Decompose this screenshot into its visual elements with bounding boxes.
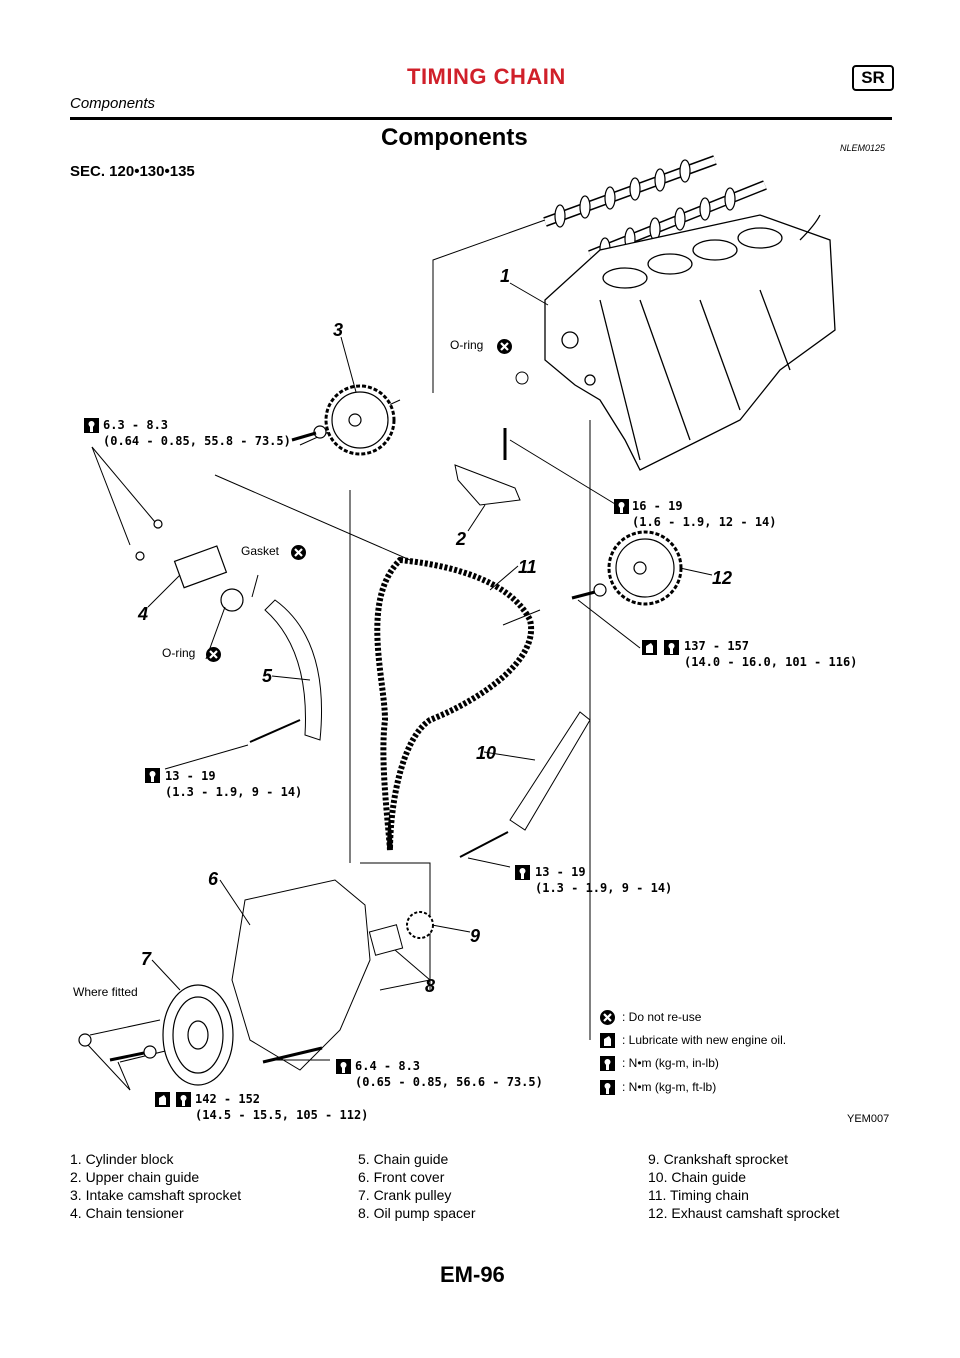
oil-can-icon: [155, 1092, 170, 1107]
part-item: 4. Chain tensioner: [70, 1205, 184, 1221]
part-item: 7. Crank pulley: [358, 1187, 452, 1203]
figure-code: YEM007: [847, 1113, 890, 1125]
sec-number: SEC. 120•130•135: [70, 163, 195, 180]
header-title: TIMING CHAIN: [407, 64, 566, 89]
part-item: 10. Chain guide: [648, 1169, 747, 1185]
leader-lines: [87, 282, 713, 1091]
torque-wrench-icon: [145, 768, 160, 783]
oil-pump-spacer: [368, 924, 404, 956]
do-not-reuse-icon: [600, 1010, 615, 1025]
torque-wrench-icon: [84, 418, 99, 433]
parts-list-col2: 5. Chain guide 6. Front cover 7. Crank p…: [358, 1150, 476, 1222]
torque-7: 142 - 152 (14.5 - 15.5, 105 - 112): [195, 1092, 369, 1122]
header-subtitle: Components: [70, 95, 156, 112]
callout-1: 1: [500, 266, 510, 286]
part-item: 5. Chain guide: [358, 1151, 449, 1167]
callout-11: 11: [518, 557, 537, 577]
callout-3: 3: [333, 320, 343, 340]
torque-6: 6.4 - 8.3 (0.65 - 0.85, 56.6 - 73.5): [355, 1059, 543, 1089]
torque-wrench-icon: [664, 640, 679, 655]
crank-pulley: [78, 984, 234, 1086]
chain-guide-10: [509, 711, 591, 831]
callout-7: 7: [141, 949, 152, 969]
exhaust-sprocket: [571, 530, 683, 606]
callout-6: 6: [208, 869, 219, 889]
part-item: 3. Intake camshaft sprocket: [70, 1187, 242, 1203]
chain-tensioner: [135, 519, 244, 612]
legend-in-lb: : N•m (kg-m, in-lb): [622, 1056, 719, 1070]
torque-wrench-icon: [176, 1092, 191, 1107]
torque-wrench-icon: [600, 1080, 615, 1095]
torque-2: 16 - 19 (1.6 - 1.9, 12 - 14): [632, 499, 777, 529]
callout-5: 5: [262, 666, 273, 686]
timing-chain: [374, 556, 535, 851]
part-item: 2. Upper chain guide: [70, 1169, 200, 1185]
callout-8: 8: [425, 976, 435, 996]
oil-can-icon: [600, 1033, 615, 1048]
torque-1: 6.3 - 8.3 (0.64 - 0.85, 55.8 - 73.5): [103, 418, 291, 448]
upper-chain-guide: [454, 464, 521, 506]
torque-wrench-icon: [600, 1056, 615, 1071]
legend-do-not-reuse: : Do not re-use: [622, 1010, 702, 1024]
callout-2: 2: [455, 529, 466, 549]
legend-lubricate: : Lubricate with new engine oil.: [622, 1033, 787, 1047]
callout-9: 9: [470, 926, 480, 946]
parts-list-col1: 1. Cylinder block 2. Upper chain guide 3…: [70, 1150, 241, 1222]
o-ring-top: [515, 371, 529, 385]
part-item: 8. Oil pump spacer: [358, 1205, 476, 1221]
part-item: 6. Front cover: [358, 1169, 445, 1185]
do-not-reuse-icon: [497, 339, 512, 354]
part-item: 1. Cylinder block: [70, 1151, 174, 1167]
torque-3: 137 - 157 (14.0 - 16.0, 101 - 116): [684, 639, 858, 669]
intake-sprocket: [291, 384, 396, 456]
torque-4: 13 - 19 (1.3 - 1.9, 9 - 14): [165, 769, 303, 799]
callout-4: 4: [137, 604, 148, 624]
gasket-label: Gasket: [241, 544, 280, 558]
do-not-reuse-icon: [291, 545, 306, 560]
header-rule: [70, 117, 892, 120]
page-number: EM-96: [440, 1262, 505, 1287]
intake-camshaft: [543, 155, 717, 228]
section-code: NLEM0125: [840, 143, 886, 153]
part-item: 9. Crankshaft sprocket: [648, 1151, 789, 1167]
torque-5: 13 - 19 (1.3 - 1.9, 9 - 14): [535, 865, 673, 895]
where-fitted-label: Where fitted: [73, 985, 138, 999]
part-item: 12. Exhaust camshaft sprocket: [648, 1205, 840, 1221]
o-ring-label-left: O-ring: [162, 646, 196, 660]
o-ring-label-top: O-ring: [450, 338, 484, 352]
oil-can-icon: [642, 640, 657, 655]
callouts: 1 2 3 4 5 6 7 8 9 10 11 12: [137, 266, 732, 996]
engine-badge: SR: [852, 65, 894, 91]
guide-lines: [89, 219, 591, 1063]
front-cover: [231, 879, 371, 1071]
cylinder-block: [544, 214, 836, 471]
callout-12: 12: [712, 568, 732, 588]
legend-ft-lb: : N•m (kg-m, ft-lb): [622, 1080, 717, 1094]
chain-guide-5: [264, 599, 323, 741]
do-not-reuse-icon: [206, 647, 221, 662]
crankshaft-sprocket: [406, 911, 434, 939]
torque-wrench-icon: [515, 865, 530, 880]
section-title: Components: [381, 124, 528, 151]
callout-10: 10: [476, 743, 496, 763]
parts-list-col3: 9. Crankshaft sprocket 10. Chain guide 1…: [648, 1150, 839, 1222]
torque-wrench-icon: [336, 1059, 351, 1074]
part-item: 11. Timing chain: [648, 1187, 749, 1203]
torque-wrench-icon: [614, 499, 629, 514]
